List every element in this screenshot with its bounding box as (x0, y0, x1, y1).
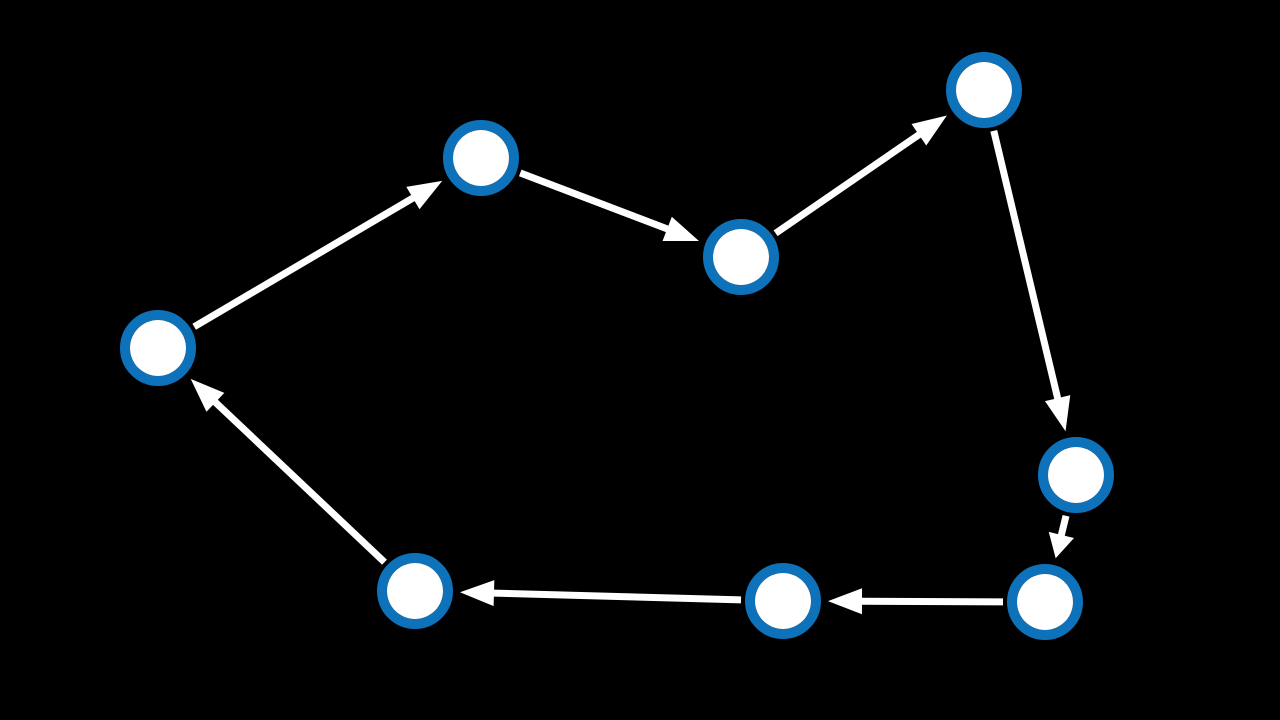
node-layer (120, 52, 1114, 640)
graph-edge-n3-to-n4[interactable] (773, 115, 947, 237)
graph-edge-n4-to-n5[interactable] (990, 130, 1071, 432)
graph-node-ring (377, 553, 453, 629)
graph-node-ring (443, 120, 519, 196)
graph-node-ring (1007, 564, 1083, 640)
graph-edge-n6-to-n7[interactable] (828, 588, 1004, 615)
graph-node-ring (745, 563, 821, 639)
graph-node-n2[interactable] (443, 120, 519, 196)
graph-node-ring (1038, 437, 1114, 513)
graph-node-core (1048, 447, 1104, 503)
graph-node-core (387, 563, 443, 619)
graph-edge-n1-to-n2[interactable] (192, 180, 443, 330)
edge-layer (190, 115, 1074, 615)
graph-node-n7[interactable] (745, 563, 821, 639)
graph-node-core (1017, 574, 1073, 630)
graph-edge-n7-to-n8[interactable] (459, 580, 742, 607)
graph-node-core (755, 573, 811, 629)
graph-node-n3[interactable] (703, 219, 779, 295)
graph-node-n4[interactable] (946, 52, 1022, 128)
graph-node-ring (946, 52, 1022, 128)
graph-node-ring (120, 310, 196, 386)
graph-node-n6[interactable] (1007, 564, 1083, 640)
graph-node-ring (703, 219, 779, 295)
graph-node-core (130, 320, 186, 376)
graph-node-n8[interactable] (377, 553, 453, 629)
graph-edge-n5-to-n6[interactable] (1048, 514, 1074, 559)
graph-node-n5[interactable] (1038, 437, 1114, 513)
graph-edge-n8-to-n1[interactable] (190, 378, 387, 565)
graph-edge-n2-to-n3[interactable] (519, 169, 699, 242)
graph-node-core (713, 229, 769, 285)
graph-node-n1[interactable] (120, 310, 196, 386)
graph-node-core (453, 130, 509, 186)
graph-node-core (956, 62, 1012, 118)
